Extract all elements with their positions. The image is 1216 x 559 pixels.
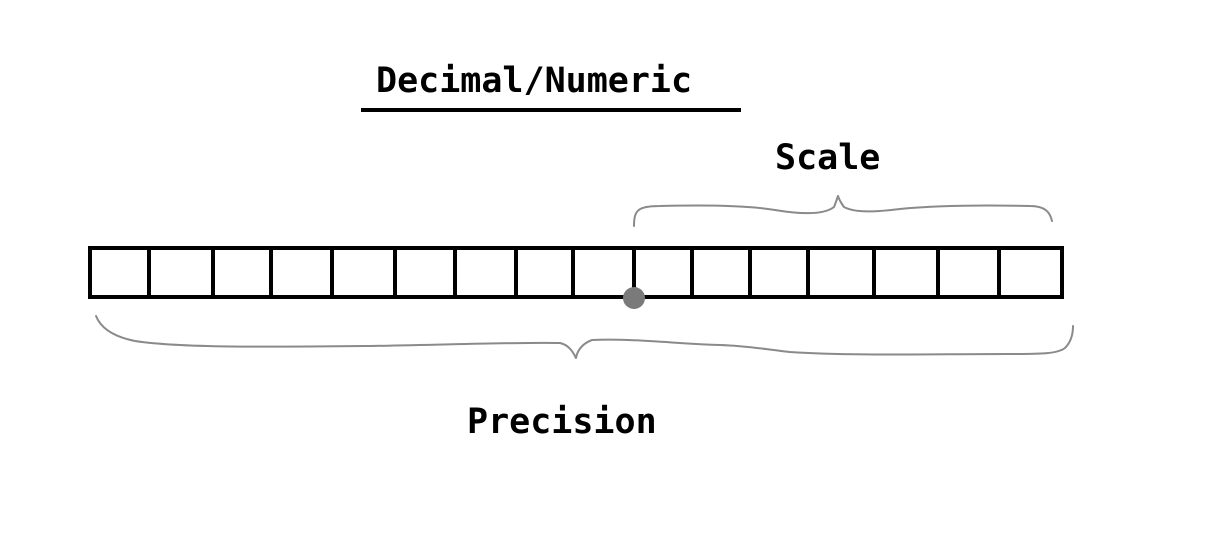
integer-digit-cell [211,246,273,299]
scale-digit-cell [632,246,694,299]
decimal-point [623,287,645,309]
scale-label: Scale [775,138,881,178]
integer-digit-cell [453,246,518,299]
scale-digit-cell [936,246,1001,299]
scale-digit-cell [748,246,810,299]
scale-digit-cell [690,246,752,299]
diagram-title: Decimal/Numeric [376,61,693,101]
precision-brace [95,315,1074,359]
title-underline [361,108,741,112]
integer-digit-cell [514,246,575,299]
integer-digit-cell [571,246,636,299]
precision-label: Precision [467,402,657,442]
integer-digit-cell [147,246,215,299]
integer-digit-cell [330,246,397,299]
digit-cells [88,246,1064,299]
scale-digit-cell [806,246,876,299]
integer-digit-cell [269,246,334,299]
scale-digit-cell [997,246,1064,299]
integer-digit-cell [393,246,457,299]
integer-digit-cell [88,246,151,299]
scale-digit-cell [872,246,940,299]
scale-brace [633,195,1053,227]
